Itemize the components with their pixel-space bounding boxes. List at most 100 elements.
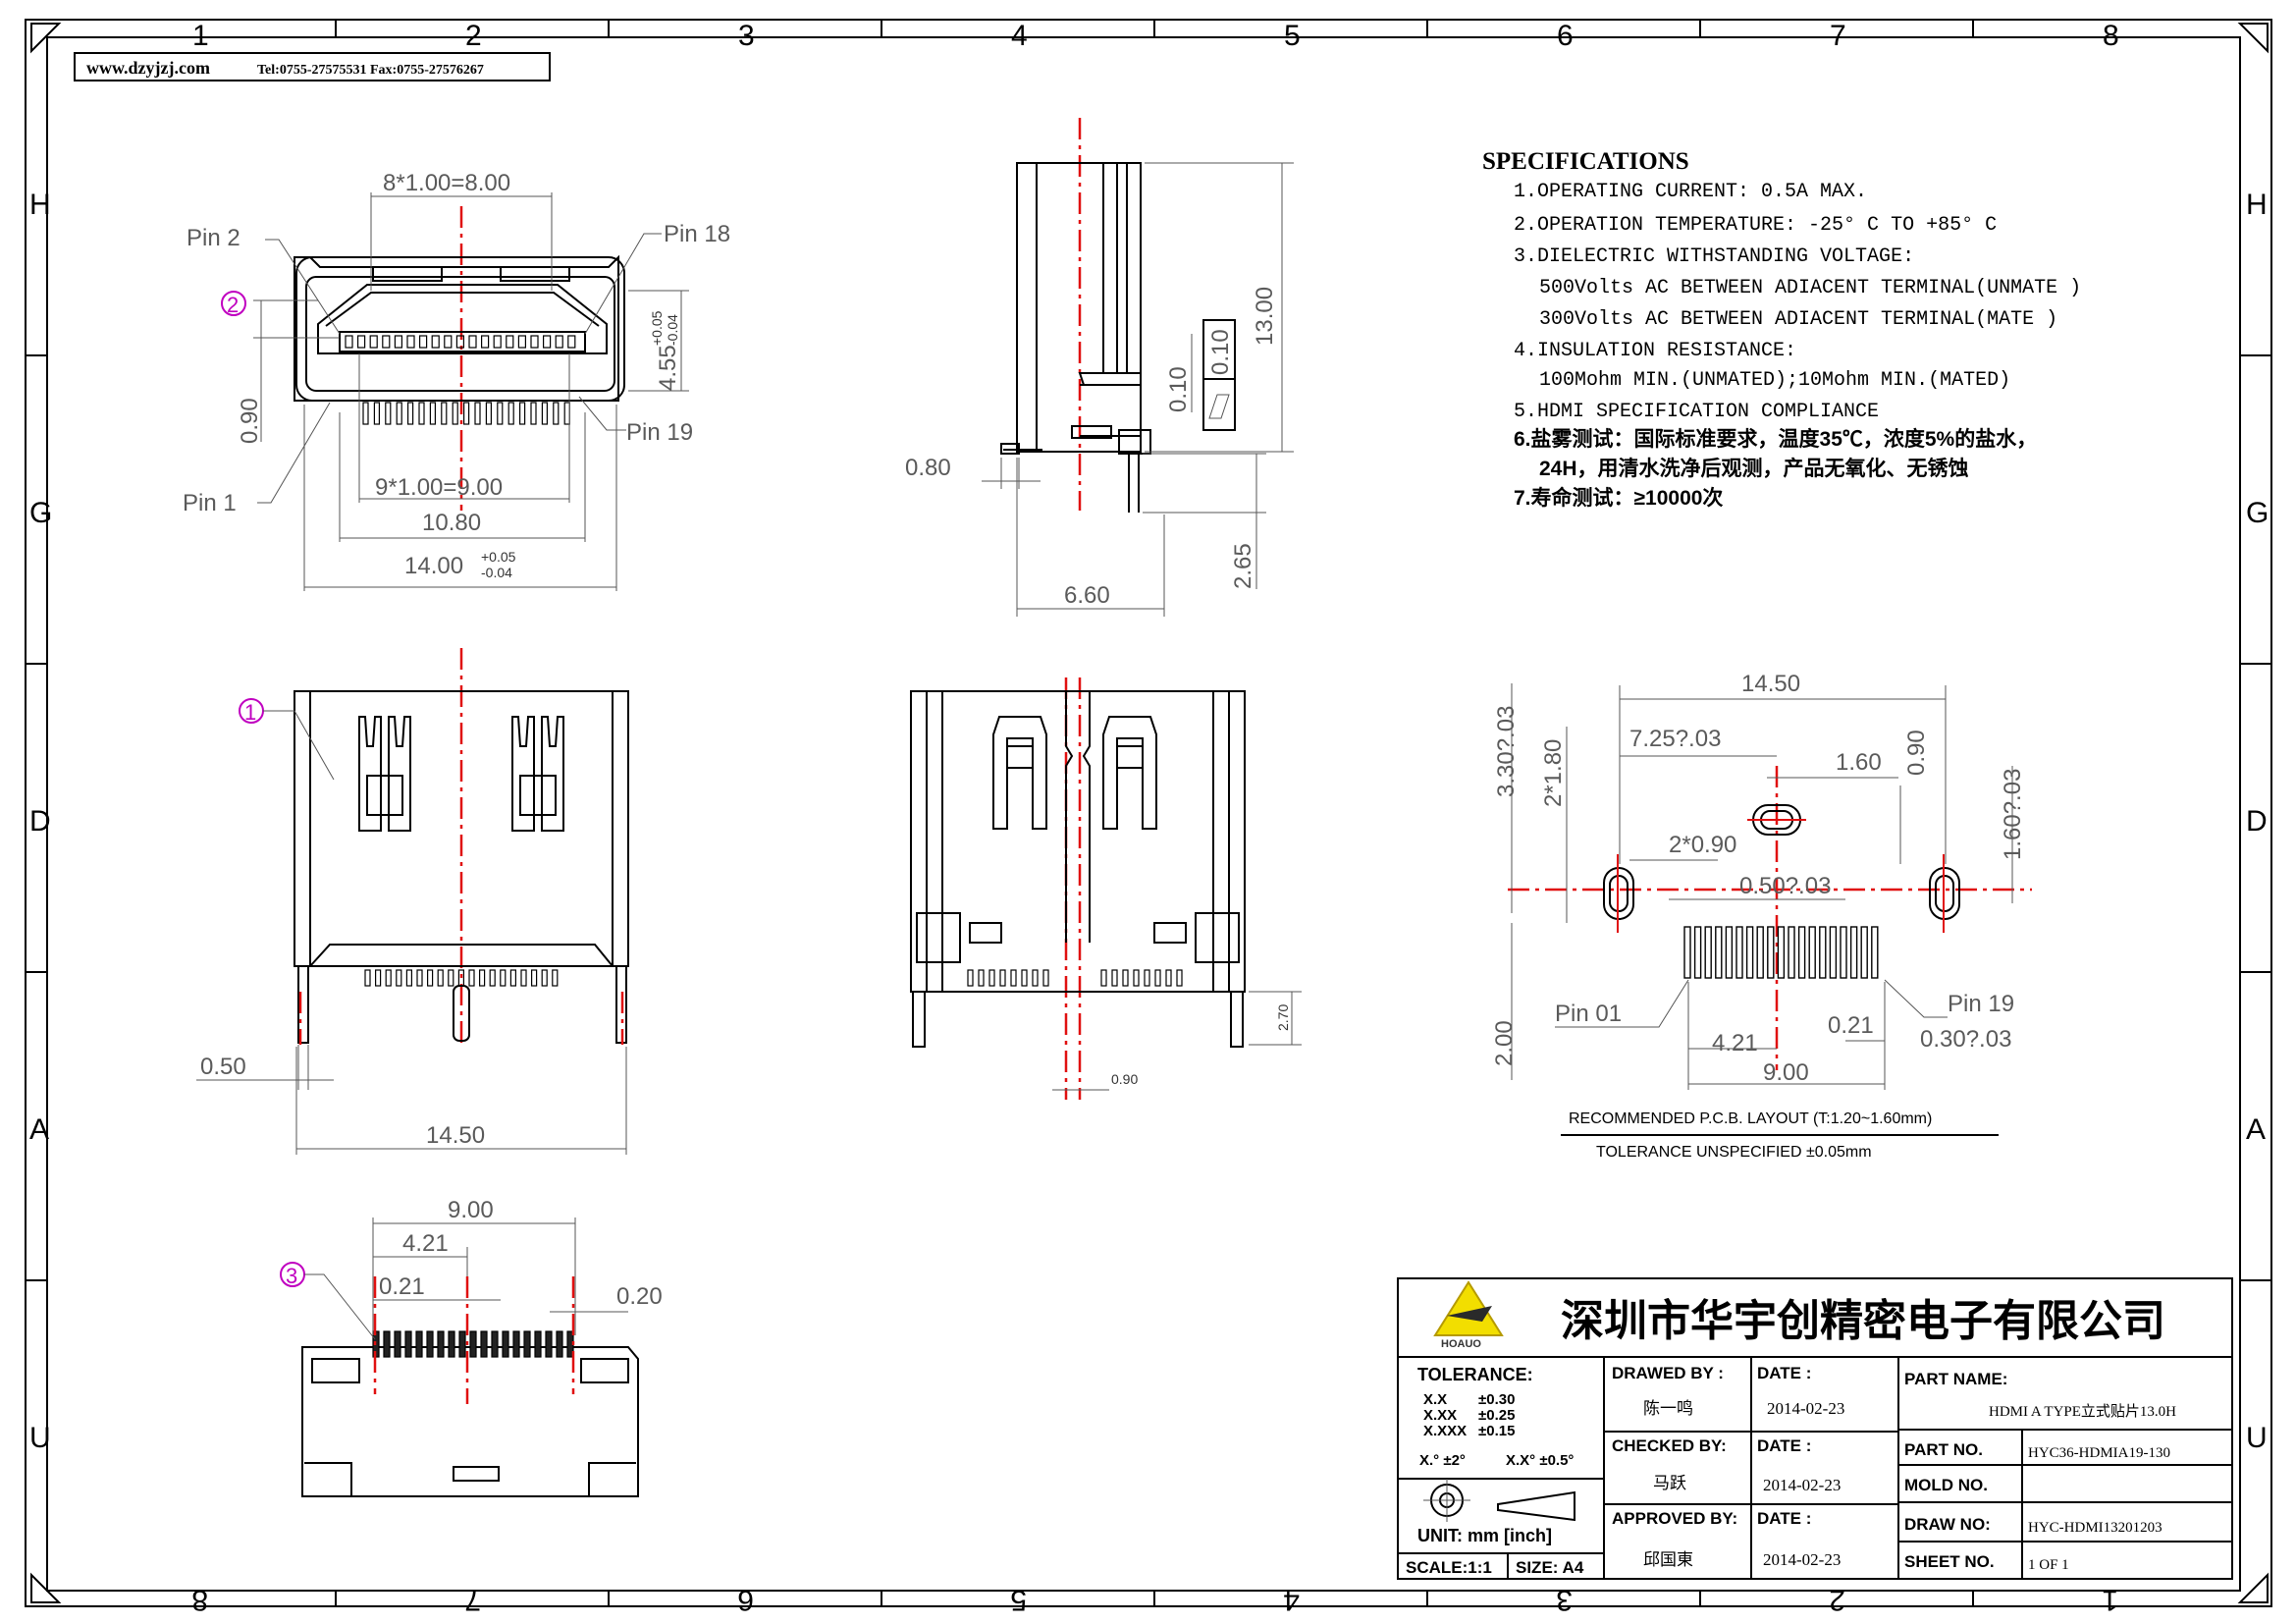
pin2-label: Pin 2 — [187, 225, 240, 251]
dim-2-00: 2.00 — [1491, 1020, 1518, 1066]
back-pin — [489, 969, 496, 987]
pcb-pad — [1777, 926, 1786, 979]
bottom-pin — [437, 1330, 445, 1358]
col-label: 7 — [464, 1584, 481, 1616]
col-label: 3 — [738, 20, 755, 52]
bottom-pin — [394, 1330, 401, 1358]
rear-pin — [1111, 969, 1118, 987]
dim-0-90: 0.90 — [1111, 1071, 1138, 1087]
title-block: HOAUO 深圳市华宇创精密电子有限公司 TOLERANCE: X.X ±0.3… — [1397, 1277, 2233, 1580]
back-pin — [437, 969, 444, 987]
tol-angle2: X.X° ±0.5° — [1506, 1452, 1574, 1469]
back-pin — [500, 969, 507, 987]
col-label: 6 — [737, 1584, 754, 1616]
bottom-pin — [469, 1330, 477, 1358]
scale-text: SCALE:1:1 — [1406, 1558, 1492, 1577]
dim-13-00: 13.00 — [1252, 287, 1278, 346]
front-pin — [419, 335, 428, 349]
draw-no-label: DRAW NO: — [1904, 1515, 1991, 1534]
checked-label: CHECKED BY: — [1612, 1436, 1727, 1455]
dim-1-60: 1.60 — [1836, 749, 1882, 776]
row-label: G — [29, 497, 52, 529]
balloon-1: 1 — [244, 700, 256, 725]
dim-9-00: 9.00 — [448, 1197, 494, 1223]
back-pin — [520, 969, 527, 987]
rear-pin — [1021, 969, 1028, 987]
back-pin — [416, 969, 423, 987]
pcb-pad — [1871, 926, 1879, 979]
front-pin — [369, 335, 378, 349]
front-pin — [345, 335, 353, 349]
front-leg — [463, 402, 470, 425]
tol-xx-val: ±0.25 — [1478, 1407, 1515, 1424]
pcb-pad — [1788, 926, 1795, 979]
front-leg — [441, 402, 448, 425]
front-leg — [485, 402, 492, 425]
specifications: SPECIFICATIONS 1.OPERATING CURRENT: 0.5A… — [1482, 148, 2081, 510]
dim-0-21: 0.21 — [1828, 1012, 1874, 1039]
sheet-no: 1 OF 1 — [2028, 1557, 2069, 1573]
spec-line: 7.寿命测试：≥10000次 — [1514, 486, 1723, 510]
dim-0-20: 0.20 — [616, 1283, 663, 1310]
rear-pin — [1165, 969, 1172, 987]
pcb-pad — [1819, 926, 1827, 979]
front-leg — [418, 402, 425, 425]
back-pin — [541, 969, 548, 987]
front-leg — [507, 402, 514, 425]
dim-1-60-v: 1.60?.03 — [2000, 769, 2026, 860]
front-pin — [493, 335, 502, 349]
rear-pin — [1042, 969, 1049, 987]
back-pin — [427, 969, 434, 987]
front-leg — [396, 402, 402, 425]
date-1: 2014-02-23 — [1767, 1399, 1844, 1418]
spec-line: 500Volts AC BETWEEN ADIACENT TERMINAL(UN… — [1539, 277, 2081, 299]
spec-line: 5.HDMI SPECIFICATION COMPLIANCE — [1514, 401, 1879, 423]
front-leg — [553, 402, 560, 425]
tol-455-plus: +0.05 — [649, 310, 665, 346]
pin19-label: Pin 19 — [626, 419, 693, 446]
col-label: 8 — [2103, 20, 2119, 52]
row-label: H — [2246, 189, 2268, 221]
front-leg — [474, 402, 481, 425]
contact-text: Tel:0755-27575531 Fax:0755-27576267 — [257, 63, 484, 78]
back-pin — [364, 969, 371, 987]
dim-0-90-v: 0.90 — [1903, 730, 1930, 776]
tol-455-minus: -0.04 — [665, 314, 680, 346]
pcb-pad — [1797, 926, 1806, 979]
spec-line: 100Mohm MIN.(UNMATED);10Mohm MIN.(MATED) — [1539, 369, 2010, 392]
pin1-label: Pin 1 — [183, 490, 237, 516]
dim-pitch-bottom: 9*1.00=9.00 — [375, 474, 503, 501]
front-leg — [407, 402, 414, 425]
bottom-pin — [458, 1330, 466, 1358]
spec-line: 4.INSULATION RESISTANCE: — [1514, 340, 1796, 362]
rear-pin — [1176, 969, 1183, 987]
back-pin — [405, 969, 412, 987]
dim-4-55: 4.55 — [655, 345, 681, 391]
row-label: U — [29, 1422, 51, 1454]
front-pin — [468, 335, 477, 349]
date-3: 2014-02-23 — [1763, 1550, 1841, 1569]
pcb-pad — [1715, 926, 1723, 979]
back-view: 0.50 14.50 1 — [196, 648, 629, 1155]
pcb-pad — [1756, 926, 1764, 979]
col-label: 6 — [1557, 20, 1574, 52]
rear-pin — [1032, 969, 1039, 987]
tol-xxx: X.XXX — [1423, 1423, 1467, 1439]
dim-pitch-top: 8*1.00=8.00 — [383, 170, 510, 196]
tol-xxx-val: ±0.15 — [1478, 1423, 1515, 1439]
pcb-pad — [1829, 926, 1838, 979]
bottom-pin — [545, 1330, 553, 1358]
front-pin — [506, 335, 514, 349]
front-pin — [431, 335, 440, 349]
pcb-pad — [1840, 926, 1847, 979]
spec-line: 300Volts AC BETWEEN ADIACENT TERMINAL(MA… — [1539, 308, 2057, 331]
front-leg — [530, 402, 537, 425]
rear-pin — [1010, 969, 1017, 987]
dim-2x0-90: 2*0.90 — [1669, 832, 1736, 858]
rear-pin — [1100, 969, 1107, 987]
tol-angle1: X.° ±2° — [1419, 1452, 1466, 1469]
pcb-pad — [1808, 926, 1816, 979]
flatness-value: 0.10 — [1207, 329, 1234, 375]
col-label: 4 — [1011, 20, 1028, 52]
